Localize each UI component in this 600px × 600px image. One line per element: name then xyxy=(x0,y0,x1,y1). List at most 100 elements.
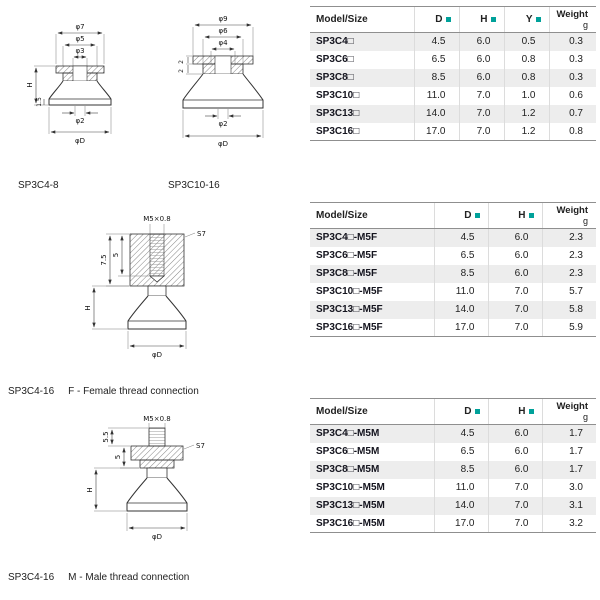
cell-model: SP3C8□ xyxy=(316,72,354,83)
cup-bell-outline xyxy=(126,477,188,512)
cell-model: SP3C4□-M5M xyxy=(316,428,380,440)
dim-phi4: φ4 xyxy=(218,39,228,47)
cell-weight: 0.8 xyxy=(548,122,596,141)
cell-d: 6.5 xyxy=(413,50,459,69)
drawing-plain-cups: φ7 φ5 φ3 H 1.5 φ2 φD xyxy=(26,15,264,148)
thread-bore xyxy=(149,233,165,277)
header-col-y: Y xyxy=(503,6,549,33)
cell-model: SP3C16□-M5F xyxy=(310,318,434,337)
header-col-d: D xyxy=(433,398,488,425)
cell-model: SP3C8□-M5F xyxy=(316,268,378,279)
cell-model: SP3C13□ xyxy=(316,108,360,119)
header-label: H xyxy=(480,14,488,25)
header-model-size: Model/Size xyxy=(310,6,414,33)
cell-d: 8.5 xyxy=(433,264,488,283)
cell-weight: 0.3 xyxy=(548,50,596,69)
cell-weight: 2.3 xyxy=(541,246,596,265)
cell-model: SP3C13□-M5F xyxy=(316,304,383,315)
cell-y: 0.8 xyxy=(503,50,549,69)
drawing-sp3c10-16: φ9 φ6 φ4 2 2 φ2 φD xyxy=(178,15,264,148)
cell-weight: 2.3 xyxy=(541,264,596,283)
header-col-d: D xyxy=(433,202,488,229)
cell-weight: 0.3 xyxy=(548,68,596,87)
weight-label: Weight xyxy=(556,9,589,20)
cell-model: SP3C4□ xyxy=(316,36,354,48)
cell-h: 7.0 xyxy=(458,122,504,141)
drawing-sp3c4-8: φ7 φ5 φ3 H 1.5 φ2 φD xyxy=(26,23,112,145)
cell-d: 11.0 xyxy=(433,478,488,497)
weight-unit: g xyxy=(582,412,588,422)
cell-weight: 3.0 xyxy=(541,478,596,497)
cell-h: 7.0 xyxy=(487,318,542,337)
cell-d: 6.5 xyxy=(433,246,488,265)
dim-s7: S7 xyxy=(197,230,206,238)
cell-weight: 0.6 xyxy=(548,86,596,105)
cup-bell-outline xyxy=(182,73,264,109)
cell-d: 14.0 xyxy=(433,496,488,515)
cell-weight: 1.7 xyxy=(541,460,596,479)
flange xyxy=(139,459,175,469)
cell-h: 6.0 xyxy=(487,246,542,265)
dim-5-5: 5.5 xyxy=(102,431,110,442)
dim-phi2: φ2 xyxy=(75,117,84,125)
header-label: D xyxy=(435,14,443,25)
cell-d: 6.5 xyxy=(433,442,488,461)
cell-weight: 5.7 xyxy=(541,282,596,301)
cell-model: SP3C16□-M5M xyxy=(310,514,434,533)
cell-d: 4.5 xyxy=(433,424,488,443)
caption-sp3c10-16: SP3C10-16 xyxy=(168,180,220,191)
cell-h: 6.0 xyxy=(487,460,542,479)
cell-y: 1.2 xyxy=(503,122,549,141)
cell-h: 6.0 xyxy=(487,228,542,247)
drawing-female-thread: M5×0.8 S7 7.5 5 H φD xyxy=(84,215,206,359)
cup-neck xyxy=(146,467,168,479)
cell-h: 7.0 xyxy=(487,300,542,319)
dim-h: H xyxy=(26,82,34,87)
cell-model: SP3C13□-M5M xyxy=(316,500,385,511)
caption-model: SP3C4-16 xyxy=(8,572,55,583)
cell-h: 6.0 xyxy=(458,50,504,69)
header-label: H xyxy=(518,406,526,417)
weight-label: Weight xyxy=(556,401,589,412)
cell-model: SP3C6□-M5M xyxy=(316,446,380,457)
cell-weight: 1.7 xyxy=(541,442,596,461)
cell-d: 11.0 xyxy=(433,282,488,301)
dim-phi2: φ2 xyxy=(218,120,227,128)
cell-d: 4.5 xyxy=(433,228,488,247)
cell-y: 0.8 xyxy=(503,68,549,87)
dimension-marker-icon xyxy=(528,213,534,218)
cup-neck xyxy=(147,285,167,297)
threaded-stud xyxy=(148,427,166,447)
dim-phiD: φD xyxy=(152,351,162,359)
fitting-bore xyxy=(214,55,232,75)
dim-phi6: φ6 xyxy=(218,27,228,35)
cell-d: 14.0 xyxy=(433,300,488,319)
cell-weight: 2.3 xyxy=(541,228,596,247)
caption-desc: M - Male thread connection xyxy=(68,572,190,583)
cell-d: 17.0 xyxy=(433,318,488,337)
cell-weight: 3.2 xyxy=(541,514,596,533)
header-col-d: D xyxy=(413,6,459,33)
dimension-marker-icon xyxy=(528,409,534,414)
dim-phiD: φD xyxy=(152,533,162,541)
dim-7-5: 7.5 xyxy=(100,254,108,265)
dimension-marker-icon xyxy=(445,17,451,22)
weight-unit: g xyxy=(582,20,588,30)
cell-weight: 5.9 xyxy=(541,318,596,337)
dim-phi3: φ3 xyxy=(75,47,84,55)
dimension-marker-icon xyxy=(474,409,480,414)
fitting-bore xyxy=(72,65,88,82)
dim-phiD: φD xyxy=(218,140,228,148)
